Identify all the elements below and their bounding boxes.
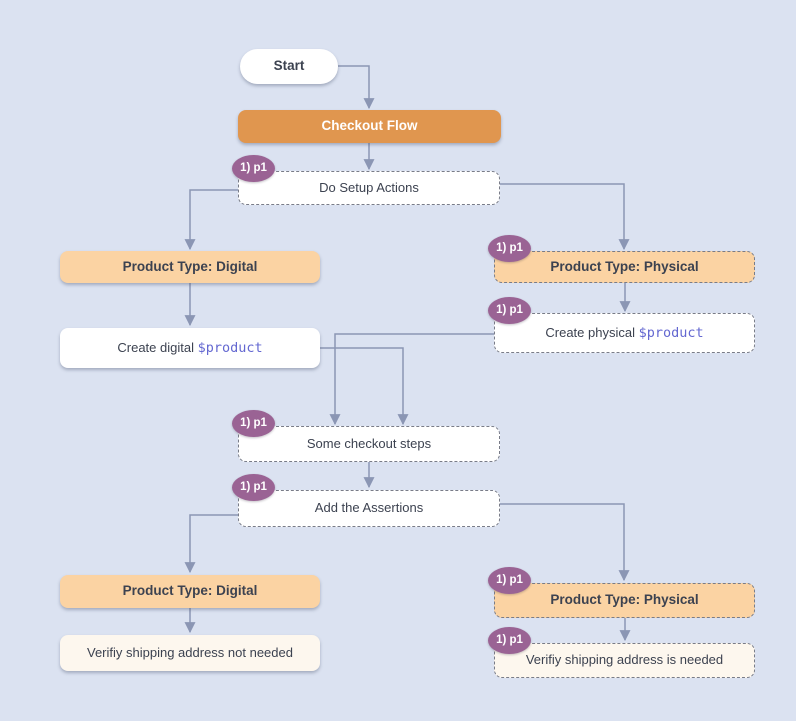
edge-assertions-to-physical-bottom (500, 503, 630, 582)
edge-setup-to-digital-top (184, 189, 238, 251)
edge-assertions-to-digital-bottom (184, 514, 238, 574)
variable-token: $product (197, 339, 263, 356)
node-create-physical-product: 1) p1 Create physical $product (488, 297, 755, 353)
node-label: Do Setup Actions (319, 179, 419, 195)
node-start: Start (240, 49, 338, 84)
node-do-setup-actions: 1) p1 Do Setup Actions (232, 155, 500, 205)
node-label: Product Type: Physical (550, 592, 699, 608)
edge-create-digital-to-steps (320, 347, 409, 426)
iteration-badge: 1) p1 (232, 410, 275, 437)
edge-create-physical-to-steps (329, 333, 494, 426)
node-product-type-physical-bottom: 1) p1 Product Type: Physical (488, 567, 755, 618)
iteration-badge: 1) p1 (488, 567, 531, 594)
node-product-type-digital-bottom: Product Type: Digital (60, 575, 320, 608)
node-label: Product Type: Digital (122, 583, 258, 599)
node-label: Product Type: Physical (550, 258, 699, 274)
node-label: Add the Assertions (314, 500, 424, 516)
node-label: Start (273, 58, 305, 74)
node-product-type-physical-top: 1) p1 Product Type: Physical (488, 235, 755, 283)
iteration-badge: 1) p1 (232, 474, 275, 501)
iteration-badge: 1) p1 (488, 627, 531, 654)
node-label: Create digital $product (117, 339, 263, 356)
iteration-badge: 1) p1 (488, 235, 531, 262)
node-some-checkout-steps: 1) p1 Some checkout steps (232, 410, 500, 462)
node-checkout-flow: Checkout Flow (238, 110, 501, 143)
node-product-type-digital-top: Product Type: Digital (60, 251, 320, 283)
edge-setup-to-physical-top (500, 183, 630, 251)
node-label: Product Type: Digital (122, 258, 258, 274)
node-verify-shipping-not-needed: Verifiy shipping address not needed (60, 635, 320, 671)
edge-start-to-checkout (338, 65, 375, 110)
node-label: Checkout Flow (321, 118, 418, 134)
node-label: Some checkout steps (306, 435, 432, 451)
node-verify-shipping-needed: 1) p1 Verifiy shipping address is needed (488, 627, 755, 678)
iteration-badge: 1) p1 (488, 297, 531, 324)
node-label-text: Create digital (117, 339, 198, 355)
variable-token: $product (638, 324, 704, 341)
node-label: Verifiy shipping address is needed (525, 652, 724, 668)
node-create-digital-product: Create digital $product (60, 328, 320, 368)
node-add-the-assertions: 1) p1 Add the Assertions (232, 474, 500, 527)
node-label-text: Create physical (545, 324, 639, 340)
node-label: Verifiy shipping address not needed (87, 644, 293, 660)
node-label: Create physical $product (545, 324, 704, 341)
iteration-badge: 1) p1 (232, 155, 275, 182)
